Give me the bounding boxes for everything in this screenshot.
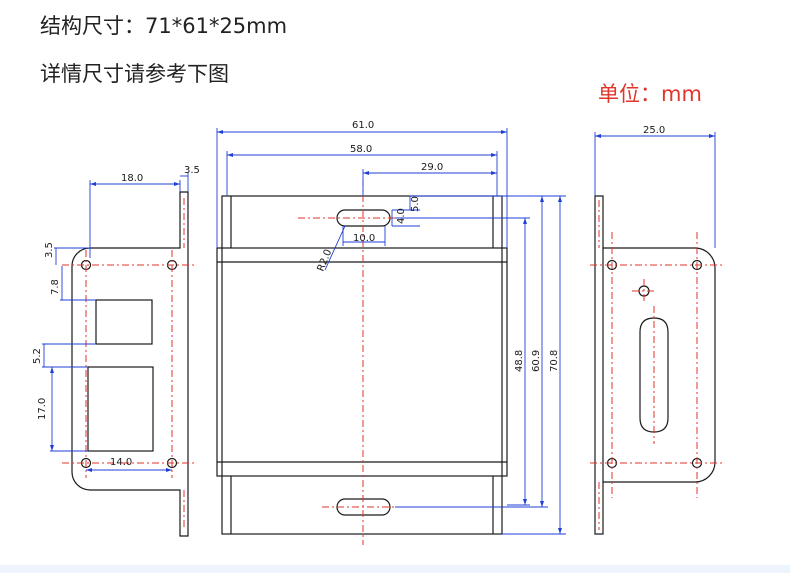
dim-front-outer: 61.0: [352, 120, 374, 131]
dim-slot-v1: 5.0: [410, 196, 421, 212]
dim-slot-length: 10.0: [353, 233, 375, 244]
dim-side-flange: 3.5: [184, 165, 200, 176]
dim-slot-v2: 4.0: [396, 208, 407, 224]
right-dim-arrows: [595, 134, 715, 138]
dim-front-inner: 58.0: [350, 144, 372, 155]
dim-side-port-height: 17.0: [37, 398, 48, 420]
dim-front-half: 29.0: [421, 162, 443, 173]
side-port-lower: [87, 366, 154, 452]
front-dim-arrows: [217, 130, 562, 534]
dim-side-hole-offset: 3.5: [44, 242, 55, 258]
front-view: [216, 195, 508, 535]
dim-side-width: 18.0: [121, 173, 143, 184]
side-centerlines: [62, 198, 196, 530]
right-dimensions: [594, 132, 716, 248]
right-centerlines: [590, 200, 722, 530]
side-outline: [71, 191, 189, 537]
right-outline: [594, 195, 716, 535]
right-db9-port: [639, 317, 669, 433]
front-centerlines: [298, 180, 460, 545]
unit-label: 单位：mm: [598, 82, 702, 106]
front-body-outline: [216, 247, 508, 477]
side-view: [71, 191, 189, 537]
dim-side-port-gap: 5.2: [32, 348, 43, 364]
dim-height-inner: 48.8: [514, 350, 525, 372]
dim-slot-radius: R2.0: [316, 248, 335, 273]
dim-side-bottom-width: 14.0: [110, 457, 132, 468]
side-dim-arrows: [50, 182, 180, 472]
bottom-strip: [0, 565, 790, 573]
dim-right-width: 25.0: [643, 125, 665, 136]
front-dimensions: [216, 128, 566, 535]
dim-height-mid: 60.9: [531, 350, 542, 372]
spec-detail-note: 详情尺寸请参考下图: [40, 62, 229, 86]
spec-dimensions-title: 结构尺寸：71*61*25mm: [40, 14, 288, 38]
dim-side-hole-to-port: 7.8: [50, 279, 61, 295]
side-dimensions: [42, 172, 189, 471]
front-flange-outline: [221, 195, 503, 535]
dim-height-outer: 70.8: [549, 350, 560, 372]
side-port-upper: [95, 299, 153, 345]
